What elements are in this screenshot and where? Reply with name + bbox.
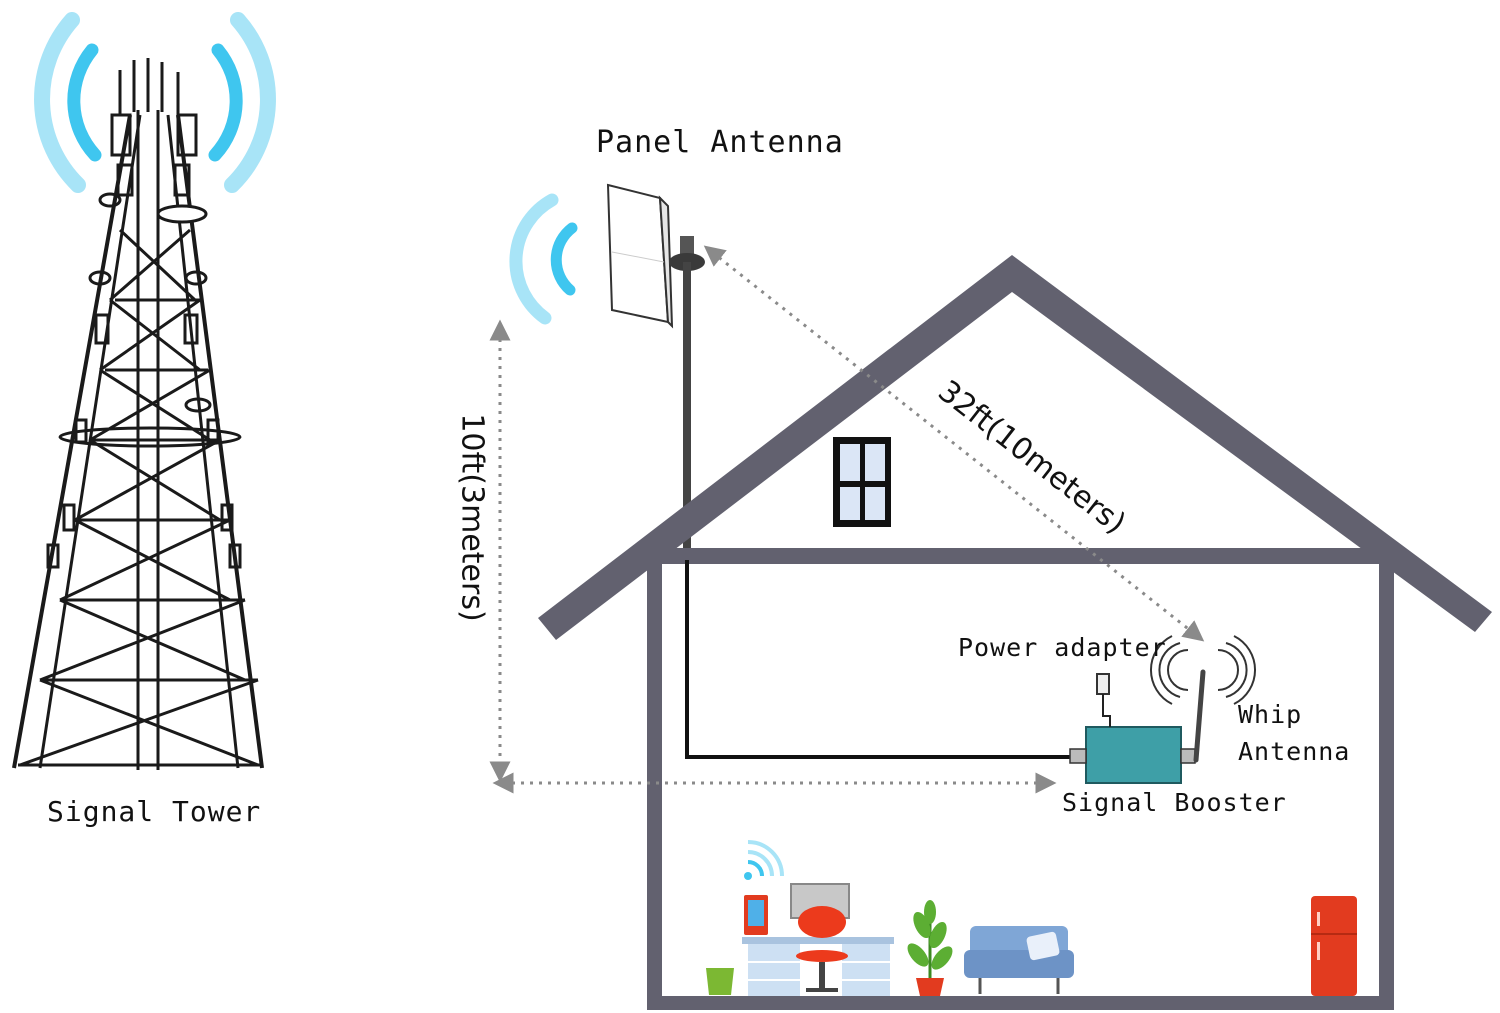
signal-booster-label: Signal Booster: [1062, 788, 1287, 817]
signal-tower-icon: [12, 12, 276, 770]
signal-tower-label: Signal Tower: [47, 795, 262, 828]
wifi-waves-icon: [34, 12, 276, 193]
wifi-waves-icon: [509, 193, 578, 325]
power-adapter-icon: [1096, 673, 1111, 727]
panel-antenna-icon: [606, 183, 705, 562]
whip-antenna-label-line2: Antenna: [1238, 737, 1351, 766]
trash-bin-icon: [706, 968, 734, 995]
chair-icon: [796, 906, 848, 992]
measurement-arrows: [489, 245, 1205, 794]
panel-antenna-label: Panel Antenna: [596, 125, 844, 160]
whip-antenna-label-line1: Whip: [1238, 700, 1303, 729]
power-adapter-label: Power adapter: [958, 633, 1167, 662]
phone-icon: [744, 840, 784, 935]
plant-icon: [907, 900, 953, 996]
signal-booster-icon: [1069, 726, 1196, 784]
whip-antenna-icon: [1150, 635, 1256, 763]
sofa-icon: [964, 926, 1074, 994]
fridge-icon: [1311, 896, 1357, 996]
vertical-distance-label: 10ft(3meters): [454, 413, 490, 622]
window-icon: [833, 437, 891, 527]
coax-cable: [685, 560, 1074, 759]
desk-icon: [742, 937, 894, 996]
wifi-waves-icon: [1150, 635, 1256, 705]
